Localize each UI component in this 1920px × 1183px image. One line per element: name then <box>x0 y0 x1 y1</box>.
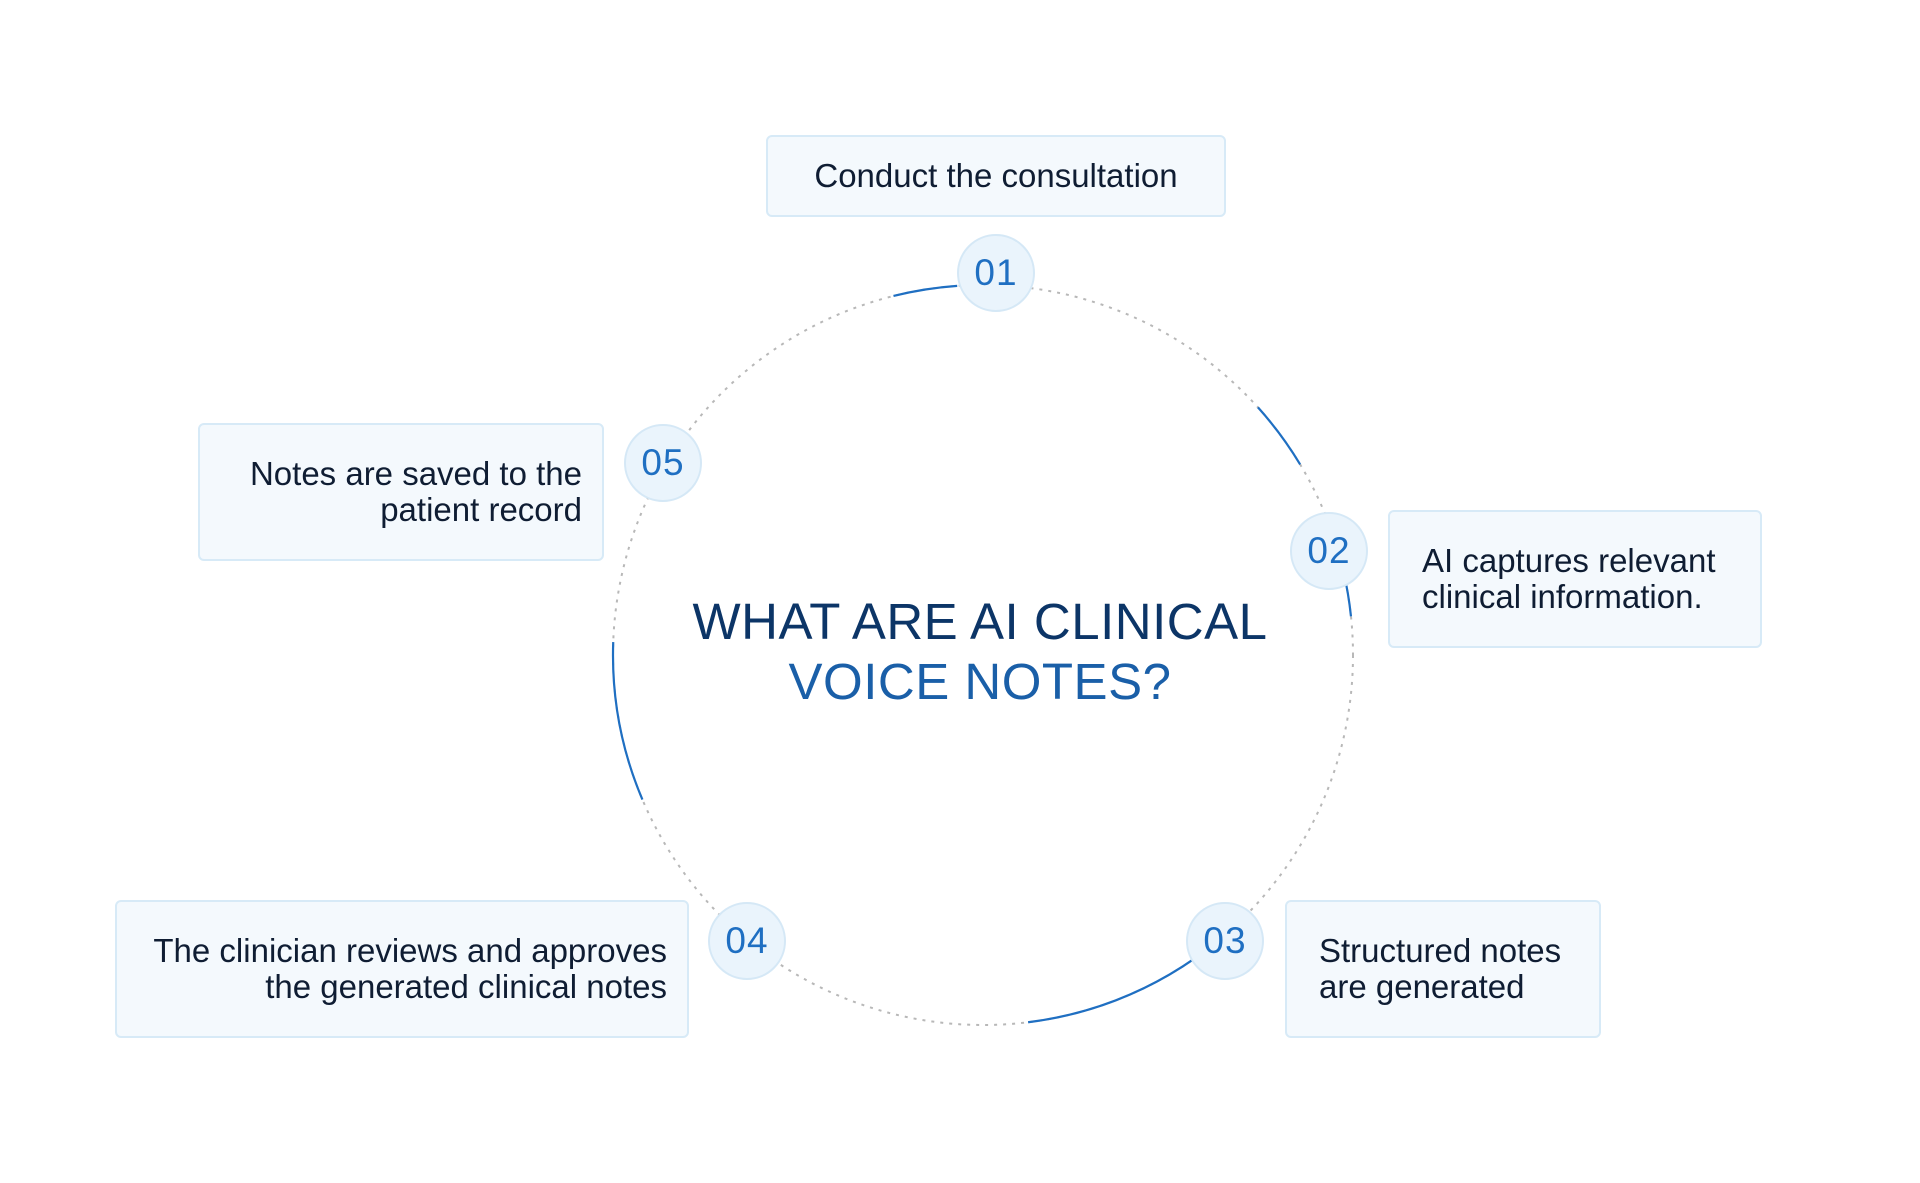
arc-near-step-02 <box>1257 406 1302 466</box>
step-03-box: Structured notes are generated <box>1285 900 1601 1038</box>
step-05-box: Notes are saved to the patient record <box>198 423 604 561</box>
step-05-text-line-1: Notes are saved to the <box>249 455 582 492</box>
step-03-badge: 03 <box>1186 902 1264 980</box>
step-04-text-line-2: the generated clinical notes <box>265 968 667 1005</box>
step-01-number: 01 <box>974 252 1018 293</box>
step-05-text-line-2: patient record <box>380 491 582 528</box>
step-04-box: The clinician reviews and approves the g… <box>115 900 689 1038</box>
step-04-text-line-1: The clinician reviews and approves <box>153 932 667 969</box>
step-02-text-line-1: AI captures relevant <box>1422 542 1716 579</box>
arc-near-step-03 <box>1027 957 1196 1024</box>
step-03-text-line-1: Structured notes <box>1319 932 1562 969</box>
title-line-2: VOICE NOTES? <box>788 653 1172 710</box>
step-02-box: AI captures relevant clinical informatio… <box>1388 510 1762 648</box>
step-05-number: 05 <box>641 442 685 483</box>
accent-arc-group <box>611 284 1353 1024</box>
step-03-number: 03 <box>1203 920 1247 961</box>
step-01-text: Conduct the consultation <box>814 157 1178 194</box>
step-04-number: 04 <box>725 920 769 961</box>
arc-left-side <box>611 642 644 800</box>
step-02-badge: 02 <box>1290 512 1368 590</box>
step-02-text-line-2: clinical information. <box>1422 578 1703 615</box>
step-03-text-line-2: are generated <box>1319 968 1525 1005</box>
step-01-box: Conduct the consultation <box>766 135 1226 217</box>
diagram-title: WHAT ARE AI CLINICAL VOICE NOTES? <box>640 592 1320 712</box>
step-01-badge: 01 <box>957 234 1035 312</box>
step-04-badge: 04 <box>708 902 786 980</box>
step-02-number: 02 <box>1307 530 1351 571</box>
title-line-1: WHAT ARE AI CLINICAL <box>692 593 1268 650</box>
step-05-badge: 05 <box>624 424 702 502</box>
arc-near-step-01 <box>893 284 958 298</box>
